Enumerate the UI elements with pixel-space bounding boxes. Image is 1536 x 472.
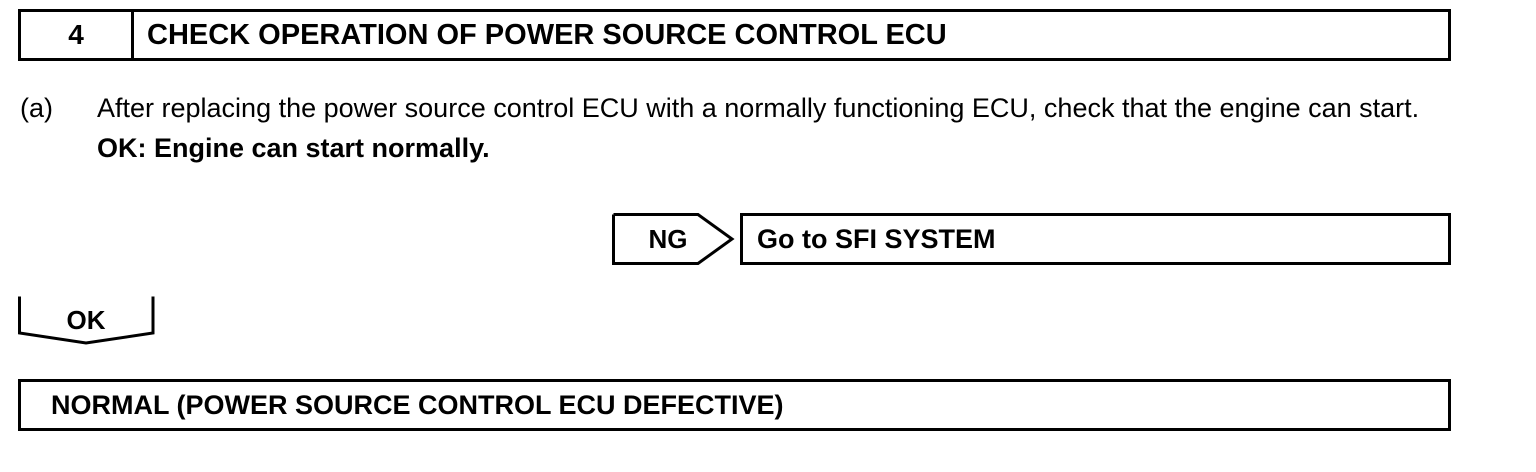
step-number: 4 — [21, 12, 134, 58]
procedure-label: (a) — [20, 93, 53, 123]
procedure-block: After replacing the power source control… — [97, 88, 1467, 168]
ok-arrow-icon — [18, 296, 155, 345]
step-title: CHECK OPERATION OF POWER SOURCE CONTROL … — [147, 18, 947, 51]
ng-action-text: Go to SFI SYSTEM — [757, 223, 996, 254]
ng-label: NG — [648, 223, 688, 254]
result-text: NORMAL (POWER SOURCE CONTROL ECU DEFECTI… — [51, 389, 784, 420]
ok-criteria: OK: Engine can start normally. — [97, 133, 490, 163]
procedure-text: After replacing the power source control… — [97, 93, 1420, 123]
result-box: NORMAL (POWER SOURCE CONTROL ECU DEFECTI… — [18, 379, 1451, 431]
step-header: 4 CHECK OPERATION OF POWER SOURCE CONTRO… — [18, 9, 1451, 61]
ok-label: OK — [66, 304, 106, 335]
ng-arrow-icon — [612, 213, 735, 265]
ng-action-box[interactable]: Go to SFI SYSTEM — [740, 213, 1451, 265]
